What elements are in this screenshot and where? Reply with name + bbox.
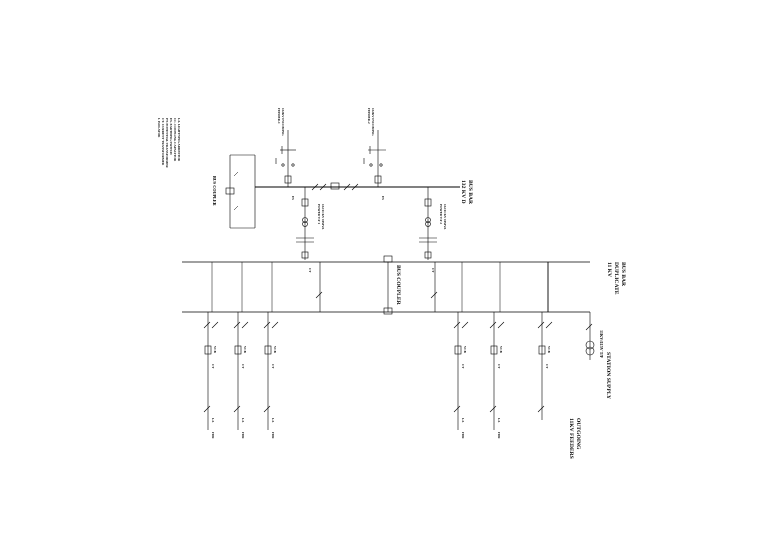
station-transformer <box>585 312 595 360</box>
vcb-tag: VCB <box>213 346 217 354</box>
es-tag: ES <box>381 196 385 200</box>
legend-item-2: CC. COUPLING CAPACITOR <box>173 118 177 162</box>
svg-text:BUS BAR: BUS BAR <box>620 262 626 287</box>
svg-text:11KV FEEDERS: 11KV FEEDERS <box>568 418 574 459</box>
svg-text:11 KV: 11 KV <box>606 262 612 277</box>
svg-text:FEEDER-2: FEEDER-2 <box>367 108 371 124</box>
vcb-tag: VCB <box>243 346 247 354</box>
vcb-tag: VCB <box>547 346 551 354</box>
power-transformer-2-label: 132/11 KV 10MVA POWER T/F 2 <box>439 204 447 230</box>
incoming-feeder-1-label: 132KV INCOMING FEEDER-1 <box>277 108 285 136</box>
ct-tag: CT <box>461 364 465 369</box>
feeder-right-3 <box>537 312 553 420</box>
bus-132-tie-switches <box>311 182 359 191</box>
svg-text:BUS BAR: BUS BAR <box>467 180 473 205</box>
es-tag: ES <box>291 196 295 200</box>
feeder-tag: FDR <box>211 432 215 439</box>
svg-text:FEEDER-1: FEEDER-1 <box>277 108 281 124</box>
power-transformer-1 <box>296 187 314 260</box>
feeder-tag: FDR <box>271 432 275 439</box>
power-transformer-1-label: 132/11 KV 10MVA POWER T/F 1 <box>317 204 325 230</box>
vcb-tag: VCB <box>499 346 503 354</box>
ct-tag: CT <box>271 364 275 369</box>
svg-text:BUS COUPLER: BUS COUPLER <box>212 176 217 207</box>
legend-item-6: I. ISOLATOR <box>157 118 161 138</box>
la-tag: LA <box>271 418 275 423</box>
bus-132kv-label: 132 KV D BUS BAR <box>460 180 473 205</box>
svg-text:132 KV D: 132 KV D <box>460 180 466 204</box>
feeder-tag: FDR <box>241 432 245 439</box>
bus-coupler-132-breaker <box>225 187 235 195</box>
feeder-right-2 <box>489 312 505 430</box>
bus-coupler-11kv-label: BUS COUPLER <box>395 265 401 306</box>
legend-item-3: ES. EARTHING SWITCH <box>169 118 173 155</box>
bus-11kv-label: 11 KV DUPLICATE BUS BAR <box>606 262 626 295</box>
la-tag: LA <box>211 418 215 423</box>
ct-tag: CT <box>211 364 215 369</box>
ct-tag: CT <box>497 364 501 369</box>
station-supply-label: 11KV/415V T/F STATION SUPPLY <box>599 330 611 399</box>
svg-text:POWER T/F 1: POWER T/F 1 <box>317 204 321 224</box>
feeder-tag: FDR <box>497 432 501 439</box>
svg-text:POWER T/F 2: POWER T/F 2 <box>439 204 443 224</box>
svg-text:132/11 KV 10MVA: 132/11 KV 10MVA <box>443 204 447 230</box>
svg-text:132KV INCOMING: 132KV INCOMING <box>371 108 375 136</box>
svg-text:OUTGOING: OUTGOING <box>575 418 581 450</box>
la-tag: LA <box>241 418 245 423</box>
incoming-feeder-2-label: 132KV INCOMING FEEDER-2 <box>367 108 375 136</box>
vcb-tag: VCB <box>463 346 467 354</box>
incoming-feeder-2 <box>363 130 386 187</box>
ct-tag: CT <box>431 268 435 273</box>
legend: LA. LIGHTNING ARRESTOR CC. COUPLING CAPA… <box>157 118 181 168</box>
bus-132kv <box>225 154 460 229</box>
ct-tag: CT <box>545 364 549 369</box>
svg-text:DUPLICATE: DUPLICATE <box>613 262 619 295</box>
incoming-feeder-1 <box>275 130 296 187</box>
feeder-left-2 <box>233 312 249 430</box>
feeder-tag: FDR <box>461 432 465 439</box>
legend-item-1: LA. LIGHTNING ARRESTOR <box>177 118 181 162</box>
la-tag: LA <box>497 418 501 423</box>
svg-text:11KV/415V T/F: 11KV/415V T/F <box>599 330 604 359</box>
bus-coupler-11kv <box>315 255 438 315</box>
svg-text:132/11 KV 10MVA: 132/11 KV 10MVA <box>321 204 325 230</box>
svg-text:132KV INCOMING: 132KV INCOMING <box>281 108 285 136</box>
ct-tag: CT <box>241 364 245 369</box>
feeder-tags: VCB VCB VCB VCB VCB VCB FDR FDR FDR FDR … <box>211 196 551 439</box>
outgoing-feeders-label: 11KV FEEDERS OUTGOING <box>568 418 581 459</box>
svg-text:BUS COUPLER: BUS COUPLER <box>395 265 401 306</box>
bus-droppers <box>211 262 549 312</box>
ct-tag: CT <box>308 268 312 273</box>
feeder-left-1 <box>203 312 219 430</box>
vcb-tag: VCB <box>273 346 277 354</box>
legend-item-4: PT. POTENTIAL TRANSFORMER <box>165 118 169 168</box>
la-tag: LA <box>461 418 465 423</box>
legend-item-5: CT. CURRENT TRANSFORMER <box>161 118 165 166</box>
power-transformer-2 <box>419 187 437 260</box>
feeder-left-3 <box>263 312 279 430</box>
bus-coupler-132-label: BUS COUPLER <box>212 176 217 207</box>
feeder-right-1 <box>453 312 469 430</box>
svg-text:STATION SUPPLY: STATION SUPPLY <box>605 352 611 399</box>
